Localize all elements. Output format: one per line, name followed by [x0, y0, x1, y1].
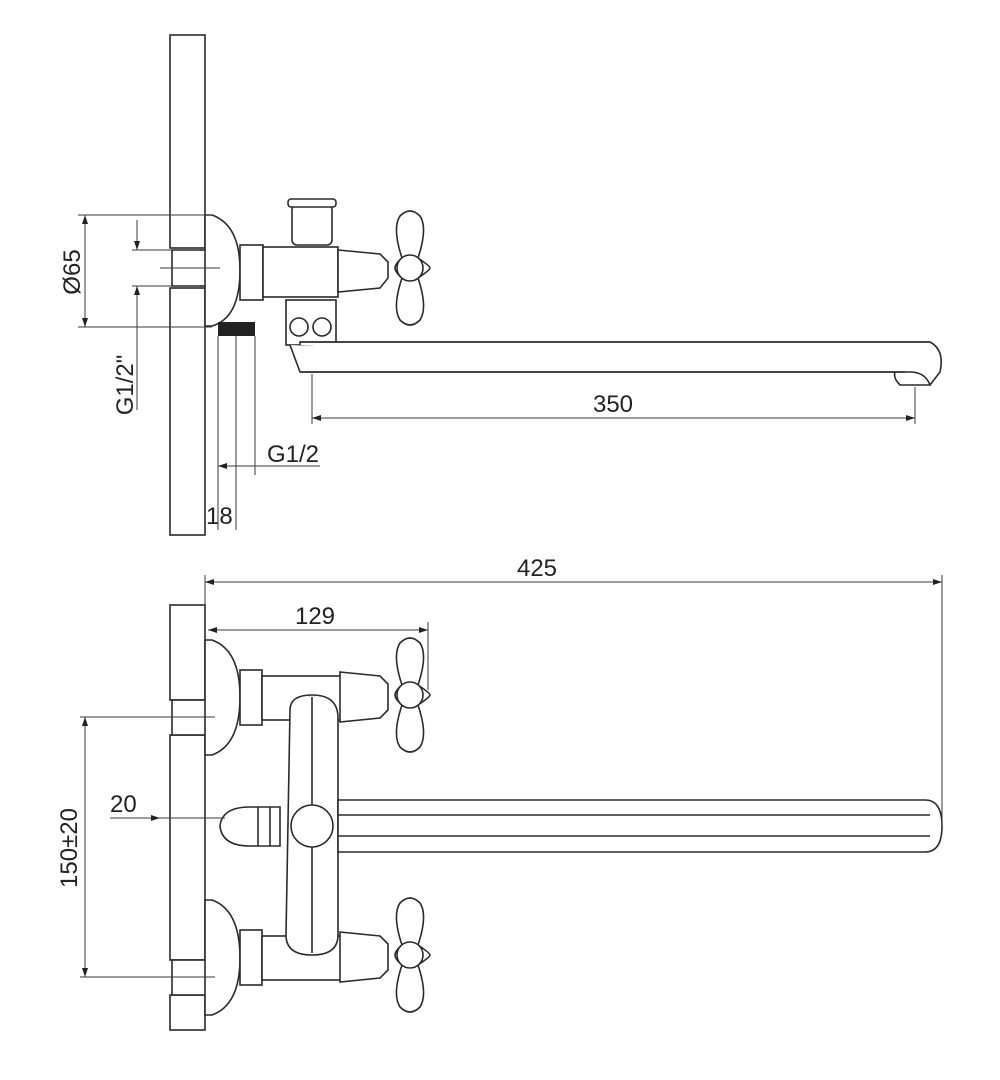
seal-washer: [218, 322, 255, 336]
front-view: 425 129 150±20 20: [56, 555, 943, 1031]
diverter-knob-cap: [287, 198, 337, 208]
dim-escutcheon: Ø65: [59, 214, 212, 328]
dim-label-overall-length: 425: [517, 555, 557, 582]
wall-section: [169, 34, 206, 536]
mixer-body: [262, 246, 339, 298]
nut-top: [239, 669, 263, 726]
shower-outlet: [219, 806, 281, 847]
dim-inlet-offset: 20: [110, 791, 225, 821]
dim-overall-length: 425: [204, 555, 943, 826]
dim-label-wall-thread: G1/2": [112, 355, 139, 416]
dim-offset: G1/2 18: [206, 336, 320, 530]
side-view: Ø65 G1/2" G1/2 18 350: [59, 34, 943, 536]
spout-front: [337, 799, 943, 853]
escutcheon-top: [204, 639, 241, 756]
spout-side: [289, 341, 943, 386]
valve-top: [339, 671, 389, 723]
dim-label-inlet-offset: 20: [110, 791, 137, 818]
dim-label-offset: 18: [206, 503, 233, 530]
dim-label-spout-reach: 350: [593, 391, 633, 418]
dim-label-handle-reach: 129: [295, 603, 335, 630]
escutcheon: [204, 214, 241, 327]
nut-bottom: [239, 929, 263, 986]
valve-cartridge: [337, 249, 389, 293]
diverter-knob-front: [290, 804, 334, 848]
dim-label-outlet-thread: G1/2: [267, 441, 319, 468]
diverter-knob: [291, 204, 333, 246]
escutcheon-bottom: [204, 899, 241, 1016]
dim-handle-reach: 129: [208, 603, 429, 690]
dim-label-escutcheon: Ø65: [59, 249, 86, 294]
cross-handle-bottom-icon: [394, 897, 431, 1013]
cross-handle-top-icon: [394, 637, 431, 753]
eccentric-nut: [239, 244, 264, 301]
valve-bottom: [339, 931, 389, 983]
dim-spout-reach: 350: [311, 374, 916, 424]
dim-center-distance: 150±20: [56, 716, 215, 978]
dim-wall-thread: G1/2": [112, 220, 220, 415]
cross-handle-icon: [394, 210, 431, 326]
dim-label-center-distance: 150±20: [56, 808, 83, 888]
